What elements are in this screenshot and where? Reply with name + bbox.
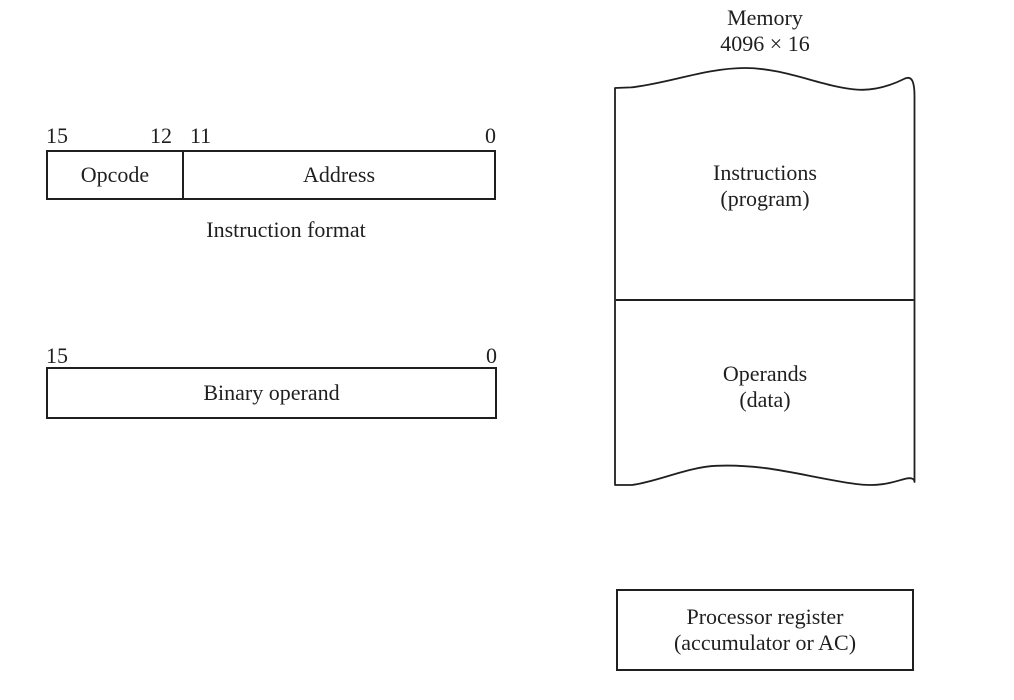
opcode-field: Opcode bbox=[48, 152, 184, 198]
memory-instructions-line2: (program) bbox=[720, 186, 810, 211]
instruction-bit-label-0: 0 bbox=[485, 123, 496, 148]
instruction-bit-label-15: 15 bbox=[46, 123, 68, 148]
memory-section-instructions: Instructions (program) bbox=[615, 160, 915, 212]
operand-bit-label-15: 15 bbox=[46, 343, 68, 368]
instruction-bit-label-11: 11 bbox=[190, 123, 212, 148]
instruction-format-caption: Instruction format bbox=[206, 217, 366, 242]
processor-register-line1: Processor register bbox=[686, 604, 844, 629]
memory-outline-path bbox=[614, 67, 916, 486]
address-field-label: Address bbox=[302, 162, 376, 187]
memory-size-line: 4096 × 16 bbox=[720, 31, 810, 56]
memory-section-operands: Operands (data) bbox=[615, 361, 915, 413]
processor-register-line2: (accumulator or AC) bbox=[673, 630, 857, 655]
binary-operand-box: Binary operand bbox=[46, 367, 497, 419]
operand-bit-label-0: 0 bbox=[486, 343, 497, 368]
memory-title-line: Memory bbox=[727, 5, 803, 30]
processor-register-box: Processor register (accumulator or AC) bbox=[616, 589, 914, 671]
memory-operands-line1: Operands bbox=[722, 361, 808, 386]
instruction-format-box: Opcode Address bbox=[46, 150, 496, 200]
opcode-field-label: Opcode bbox=[80, 162, 150, 187]
instruction-bit-label-12: 12 bbox=[150, 123, 172, 148]
binary-operand-label: Binary operand bbox=[203, 380, 340, 405]
memory-title: Memory 4096 × 16 bbox=[615, 5, 915, 57]
memory-instructions-line1: Instructions bbox=[713, 160, 817, 185]
address-field: Address bbox=[184, 152, 494, 198]
memory-operands-line2: (data) bbox=[739, 387, 791, 412]
